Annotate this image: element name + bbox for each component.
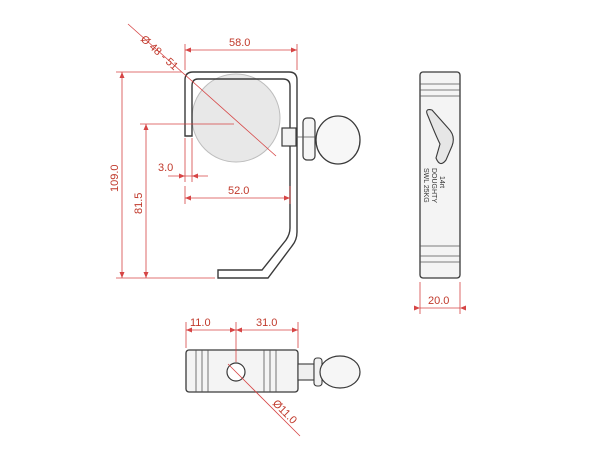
wing-knob [302,117,316,161]
engraving-line1: 14rt [438,176,445,188]
dim-bolt-offsets: 11.0 31.0 [185,317,299,362]
bolt-offset-label: 11.0 [190,317,211,329]
dim-inner-width: 52.0 [184,185,291,204]
engraving-line2: DOUGHTY [430,168,437,203]
bolt-to-knob-label: 31.0 [256,317,277,329]
hole-diameter-label: Ø11.0 [270,398,299,427]
wing-knob-head [315,115,361,165]
front-view [184,71,361,279]
bottom-view [185,349,361,393]
bottom-bolt [297,363,315,381]
side-width-label: 20.0 [428,295,449,307]
tube-circle [191,73,281,163]
bottom-wing-head [319,355,361,389]
overall-height-label: 109.0 [109,164,121,192]
side-body [419,71,461,279]
hole-leader [227,363,301,437]
inner-width-label: 52.0 [228,185,249,197]
diameter-label: Ø 48 - 51 [138,33,180,73]
lip-label: 3.0 [158,162,173,174]
engraving-line3: SWL 25KG [422,168,429,203]
side-view: 14rt DOUGHTY SWL 25KG [419,71,461,279]
dim-tube-height: 81.5 [133,123,234,278]
hook-body [184,71,298,279]
dim-side-width: 20.0 [414,282,466,314]
dim-overall-height: 109.0 [109,71,215,279]
diameter-leader [127,23,277,157]
dim-lip: 3.0 [158,138,208,182]
dim-top-width: 58.0 [184,37,298,70]
side-wing-knob [426,109,454,165]
top-width-label: 58.0 [229,37,250,49]
tube-height-label: 81.5 [133,193,145,214]
bolt-stub [281,127,297,147]
